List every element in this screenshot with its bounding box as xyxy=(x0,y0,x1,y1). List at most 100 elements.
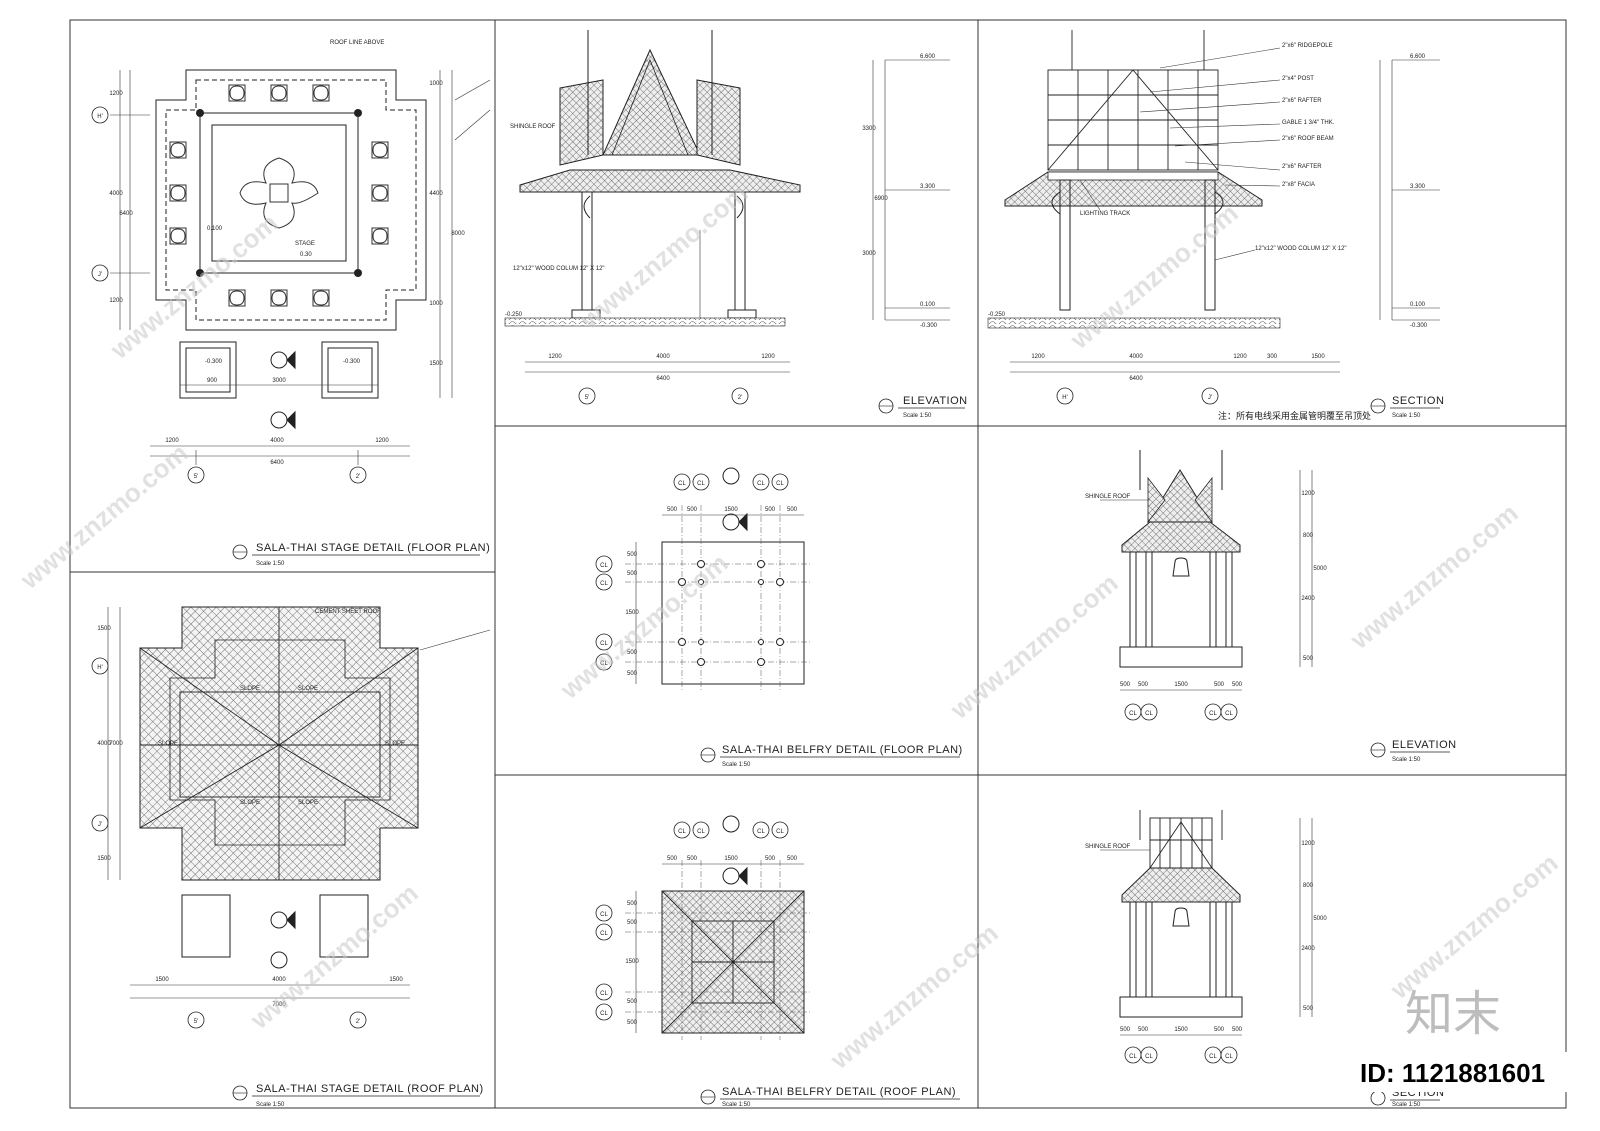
note-cement-roof: CEMENT SHEET ROOF xyxy=(315,609,381,615)
note-ridgepole: 2"x6" RIDGEPOLE xyxy=(1282,43,1333,49)
dim-b1: 1500 xyxy=(155,977,169,983)
dim-b-total: 6400 xyxy=(1129,376,1143,382)
dim-r2: 800 xyxy=(1303,533,1314,539)
panel-scale: Scale 1:50 xyxy=(1392,1102,1421,1108)
dim-b5: 500 xyxy=(1232,1027,1243,1033)
grid-cl-4: CL xyxy=(776,829,784,835)
level-6600: 6.600 xyxy=(1410,54,1426,60)
dim-b1: 1200 xyxy=(1031,354,1045,360)
grid-cl-2: CL xyxy=(1145,1054,1153,1060)
dim-l4: 500 xyxy=(627,650,638,656)
grid-5: 5' xyxy=(585,395,589,401)
note-rafter-1: 2"x6" RAFTER xyxy=(1282,98,1322,104)
dim-b3: 1200 xyxy=(761,354,775,360)
panel-belfry-section: SHINGLE ROOF 500 500 1500 500 500 1200 8… xyxy=(1085,810,1444,1108)
panel-stage-roof-plan: CEMENT SHEET ROOF SLOPE SLOPE SLOPE SLOP… xyxy=(91,606,491,1108)
level-3300: 3.300 xyxy=(920,184,936,190)
dim-b5: 500 xyxy=(1232,682,1243,688)
panel-title: ELEVATION xyxy=(1392,739,1457,751)
grid-cl-4: CL xyxy=(776,481,784,487)
dim-b3: 1500 xyxy=(1174,682,1188,688)
dim-l-total: 7000 xyxy=(109,741,123,747)
note-post: 2"x4" POST xyxy=(1282,76,1314,82)
dim-b3: 1200 xyxy=(1233,354,1247,360)
section-marker xyxy=(270,350,296,430)
dim-b3: 1500 xyxy=(1174,1027,1188,1033)
note-stage-level: 0.30 xyxy=(300,252,312,258)
dim-l2: 500 xyxy=(627,920,638,926)
grid-cl-6: CL xyxy=(600,581,608,587)
dim-b2: 4000 xyxy=(1129,354,1143,360)
panel-belfry-roof-plan: 500 500 1500 500 500 500 500 1500 500 50… xyxy=(595,815,960,1108)
note-wood-colum: 12"x12" WOOD COLUM 12" X 12" xyxy=(513,266,605,272)
note-roofline: ROOF LINE ABOVE xyxy=(330,40,384,46)
panel-scale: Scale 1:50 xyxy=(256,1102,285,1108)
grid-2: 2' xyxy=(356,1019,360,1025)
dim-r3: 2400 xyxy=(1301,946,1315,952)
panel-scale: Scale 1:50 xyxy=(903,413,932,419)
watermark-10: www.znzmo.com xyxy=(1384,848,1564,1006)
panel-title: SALA-THAI STAGE DETAIL (FLOOR PLAN) xyxy=(256,542,490,554)
dim-l-total: 6400 xyxy=(119,211,133,217)
level-0100: 0.100 xyxy=(1410,302,1426,308)
note-slope-3: SLOPE xyxy=(158,741,178,747)
dim-t4: 500 xyxy=(765,507,776,513)
note-shingle-roof: SHINGLE ROOF xyxy=(1085,494,1131,500)
note-slope-5: SLOPE xyxy=(240,800,260,806)
grid-bubbles xyxy=(1124,1046,1238,1064)
level-0100: 0.100 xyxy=(920,302,936,308)
dim-b1: 500 xyxy=(1120,1027,1131,1033)
dim-b2: 4000 xyxy=(270,438,284,444)
panel-belfry-floor-plan: 500 500 1500 500 500 500 500 1500 500 50… xyxy=(595,467,962,768)
panel-scale: Scale 1:50 xyxy=(722,1102,751,1108)
dim-l3: 1500 xyxy=(97,856,111,862)
panel-title: SECTION xyxy=(1392,395,1444,407)
note-shingle-roof: SHINGLE ROOF xyxy=(510,124,556,130)
grid-cl-1: CL xyxy=(678,829,686,835)
panel-stage-elevation: SHINGLE ROOF 12"x12" WOOD COLUM 12" X 12… xyxy=(504,30,968,419)
note-slope-1: SLOPE xyxy=(240,686,260,692)
grid-j: J' xyxy=(98,822,102,828)
dim-t1: 500 xyxy=(667,856,678,862)
note-level-100: 0.100 xyxy=(207,226,223,232)
panel-title-block: ELEVATION Scale 1:50 xyxy=(1370,739,1457,763)
grid-cl-5: CL xyxy=(600,912,608,918)
panel-scale: Scale 1:50 xyxy=(1392,757,1421,763)
panel-title: SALA-THAI BELFRY DETAIL (ROOF PLAN) xyxy=(722,1086,956,1098)
dim-b2: 4000 xyxy=(272,977,286,983)
grid-cl-7: CL xyxy=(600,641,608,647)
dim-l1: 500 xyxy=(627,901,638,907)
dim-r1: 3300 xyxy=(862,126,876,132)
level-0250: -0.250 xyxy=(988,312,1006,318)
panel-title-block: ELEVATION Scale 1:50 xyxy=(878,395,968,419)
dim-r4: 500 xyxy=(1303,656,1314,662)
note-slope-2: SLOPE xyxy=(298,686,318,692)
dim-b3: 1200 xyxy=(375,438,389,444)
panel-title-block: SECTION Scale 1:50 xyxy=(1370,395,1444,419)
grid-5: 5' xyxy=(194,1019,198,1025)
grid-h: H' xyxy=(97,665,102,671)
grid-cl-3: CL xyxy=(1209,1054,1217,1060)
panel-stage-floor-plan: 1200 4000 1200 6400 900 3000 1200 4000 1… xyxy=(91,40,491,567)
note-cn: 注：所有电线采用金属管明覆至吊顶处 xyxy=(1218,410,1371,422)
dim-t2: 500 xyxy=(687,507,698,513)
grid-j: J' xyxy=(98,272,102,278)
grid-cl-5: CL xyxy=(600,563,608,569)
brand-logo: 知末 xyxy=(1405,986,1501,1042)
note-slope-4: SLOPE xyxy=(385,741,405,747)
level-0250: -0.250 xyxy=(505,312,523,318)
grid-cl-1: CL xyxy=(1129,711,1137,717)
dim-l2: 500 xyxy=(627,571,638,577)
dim-r1: 1000 xyxy=(429,81,443,87)
dim-l1: 1500 xyxy=(97,626,111,632)
watermark-9: www.znzmo.com xyxy=(1344,498,1524,656)
dim-b4: 300 xyxy=(1267,354,1278,360)
panel-title: SALA-THAI STAGE DETAIL (ROOF PLAN) xyxy=(256,1083,484,1095)
note-step-right: -0.300 xyxy=(343,359,361,365)
grid-cl-6: CL xyxy=(600,931,608,937)
grid-cl-2: CL xyxy=(697,829,705,835)
dim-b4: 500 xyxy=(1214,682,1225,688)
dim-r-total: 5000 xyxy=(1313,916,1327,922)
panel-title: ELEVATION xyxy=(903,395,968,407)
grid-cl-4: CL xyxy=(1225,1054,1233,1060)
